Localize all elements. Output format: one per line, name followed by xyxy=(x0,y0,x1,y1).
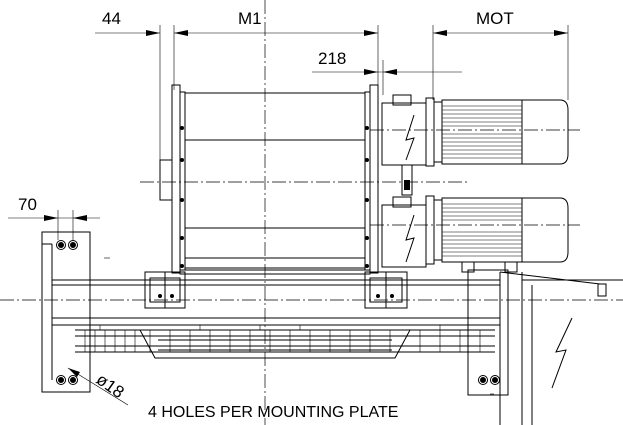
dim-mot-label: MOT xyxy=(476,9,514,28)
mounting-note: 4 HOLES PER MOUNTING PLATE xyxy=(148,404,398,421)
hole-diameter-label: ø18 xyxy=(93,370,128,402)
upper-motor-fins xyxy=(442,105,522,159)
control-cabinet xyxy=(490,271,623,425)
lower-motor xyxy=(381,195,569,273)
right-mounting-plate xyxy=(467,269,509,396)
left-bearing-block xyxy=(144,271,186,309)
upper-motor xyxy=(381,94,569,167)
right-bearing-block xyxy=(364,271,408,309)
central-frame xyxy=(159,84,379,275)
lower-motor-fins xyxy=(442,203,522,257)
dimension-44: 44 xyxy=(95,9,188,160)
dimension-mot: MOT xyxy=(432,9,569,100)
motor-coupling xyxy=(401,164,413,196)
dimension-70: 70 xyxy=(8,195,100,240)
dimension-m1: M1 xyxy=(174,9,379,95)
dim-m1-label: M1 xyxy=(238,9,262,28)
chain-detail xyxy=(75,325,495,359)
dim-218-label: 218 xyxy=(318,49,346,68)
hole-callout: ø18 xyxy=(67,367,129,406)
dimension-218: 218 xyxy=(312,49,462,95)
dim-44-label: 44 xyxy=(102,9,121,28)
dim-70-label: 70 xyxy=(18,195,37,214)
main-beam xyxy=(51,279,500,326)
